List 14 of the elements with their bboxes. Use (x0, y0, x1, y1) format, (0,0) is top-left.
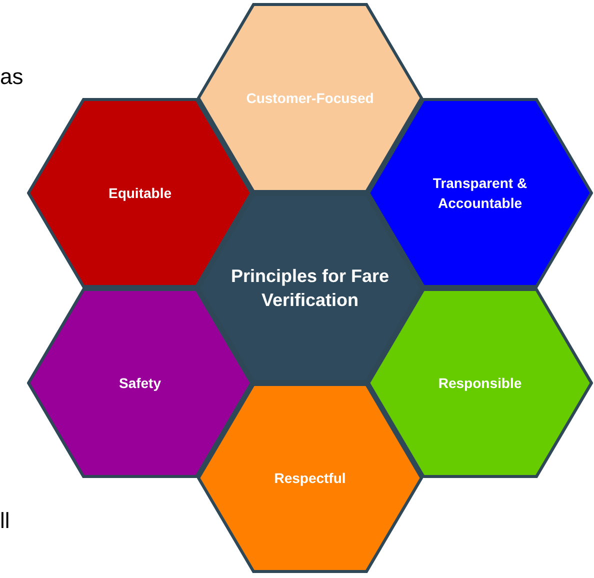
hexagon (197, 193, 423, 383)
hexagon-label: Responsible (437, 374, 523, 393)
hexagon (367, 288, 593, 478)
hexagon-label: Safety (118, 374, 162, 393)
hexagon (27, 288, 253, 478)
hexagon-label: Equitable (107, 184, 172, 203)
text-fragment: ll (0, 510, 10, 532)
hexagon-label: Principles for Fare Verification (230, 265, 390, 312)
hexagon-label: Customer-Focused (245, 89, 375, 108)
hexagon (197, 3, 423, 193)
hexagon-label: Transparent & Accountable (432, 174, 528, 213)
text-fragment: as (0, 66, 24, 88)
hexagon-label: Respectful (273, 469, 347, 488)
hexagon (197, 383, 423, 573)
